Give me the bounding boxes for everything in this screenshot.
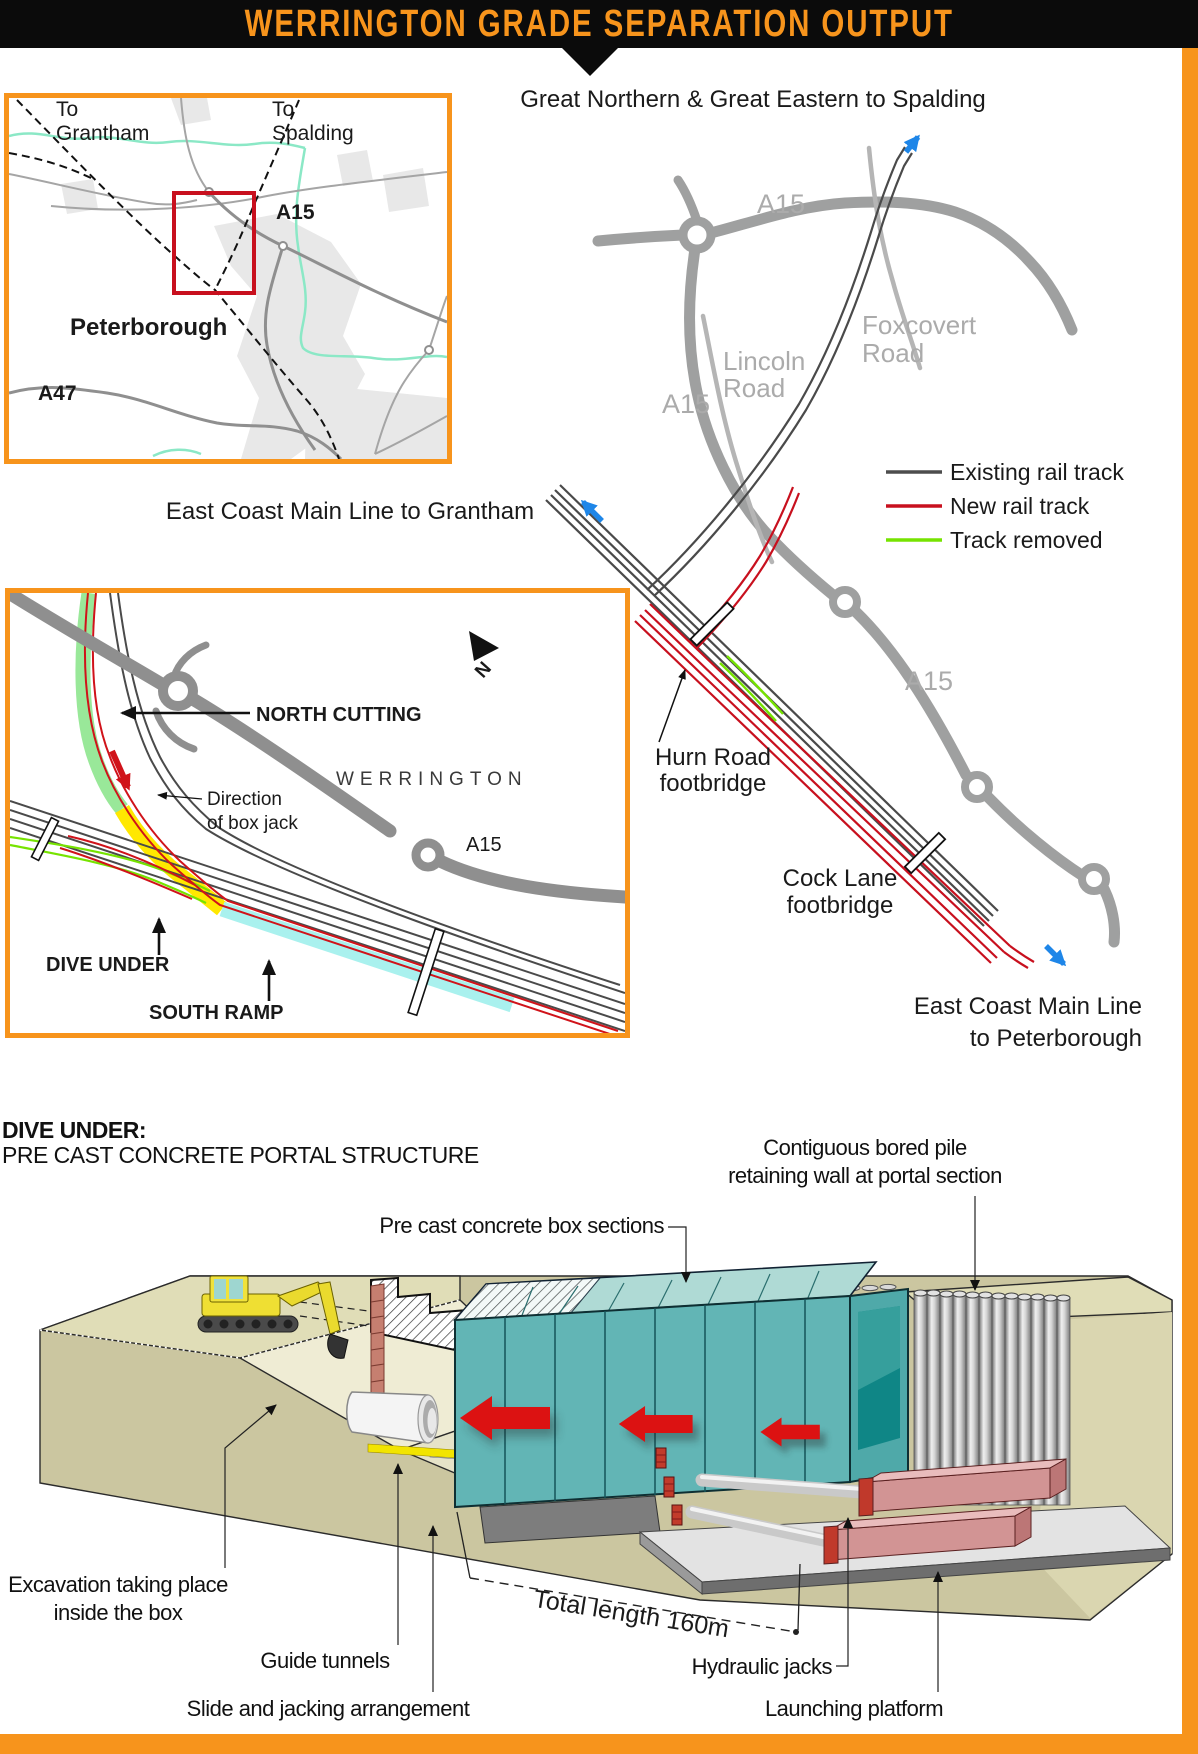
major-roads — [9, 191, 447, 459]
study-area-highlight-box — [172, 191, 256, 295]
box-sections-label: Pre cast concrete box sections — [379, 1213, 664, 1238]
to-grantham-arrow-icon — [580, 499, 604, 523]
legend: Existing rail track New rail track Track… — [886, 459, 1124, 553]
portal-structure-diagram: Total length 160m DIVE UNDER: PRE CAST C… — [2, 1117, 1173, 1721]
structure-title-rest: PRE CAST CONCRETE PORTAL STRUCTURE — [2, 1142, 479, 1168]
a15-label-inset2: A15 — [466, 834, 502, 856]
right-accent-strip — [1182, 48, 1198, 1754]
total-length-dimension — [456, 1511, 801, 1635]
concrete-box — [453, 1261, 909, 1544]
new-rail-tracks — [634, 486, 1035, 969]
north-letter: N — [471, 658, 496, 682]
title-banner: WERRINGTON GRADE SEPARATION OUTPUT — [0, 0, 1198, 48]
hurn-road-footbridge — [689, 601, 735, 647]
route-direction-arrows — [580, 134, 1067, 967]
heading-spalding-route: Great Northern & Great Eastern to Spaldi… — [520, 86, 986, 113]
ecml-peterborough-label-2: to Peterborough — [970, 1025, 1142, 1052]
legend-label-removed: Track removed — [950, 527, 1103, 553]
box-jack-direction-arrow — [109, 749, 131, 791]
ecml-peterborough-label-1: East Coast Main Line — [914, 993, 1142, 1020]
excavation-label-2: inside the box — [54, 1600, 183, 1625]
direction-label-2: of box jack — [207, 813, 298, 834]
banner-pointer-triangle — [562, 48, 618, 76]
rail-lines-dashed — [9, 99, 340, 459]
detail-a15-road — [10, 593, 625, 904]
detail-new-tracks — [59, 593, 619, 1033]
north-arrow-icon — [469, 631, 499, 661]
excavation-label-1: Excavation taking place — [8, 1572, 228, 1597]
cock-footbridge-label-1: Cock Lane — [783, 865, 898, 892]
werrington-detail-inset: N NORTH CUTTING WERRINGTON Direction of … — [5, 588, 630, 1038]
north-cutting-label: NORTH CUTTING — [256, 704, 422, 726]
slide-label: Slide and jacking arrangement — [187, 1696, 470, 1721]
hydraulic-jacks-label: Hydraulic jacks — [692, 1654, 833, 1679]
legend-label-existing: Existing rail track — [950, 459, 1124, 485]
river — [9, 132, 447, 458]
a15-label-inset1: A15 — [276, 201, 315, 224]
piles-label-1: Contiguous bored pile — [763, 1135, 967, 1160]
jack-block-rear — [858, 1458, 1067, 1517]
detail-footbridge-west — [30, 816, 60, 862]
detail-footbridge-east — [407, 927, 445, 1017]
bored-pile-wall — [913, 1289, 1071, 1506]
werrington-label: WERRINGTON — [336, 769, 528, 790]
hydraulic-jacks — [655, 1447, 1067, 1565]
a15-label-low: A15 — [905, 666, 953, 696]
structure-title-bold: DIVE UNDER: — [2, 1117, 146, 1143]
a47-label: A47 — [38, 382, 77, 405]
to-spalding-label-1: To — [272, 98, 294, 121]
foxcovert-road-label-2: Road — [862, 338, 924, 368]
detail-existing-tracks — [10, 593, 625, 1032]
cock-footbridge-label-2: footbridge — [787, 892, 894, 919]
jack-reaction-brackets — [655, 1447, 683, 1526]
ecml-grantham-label: East Coast Main Line to Grantham — [166, 498, 534, 525]
cock-lane-footbridge — [903, 831, 947, 875]
jack-block-front — [823, 1506, 1032, 1565]
south-ramp-label: SOUTH RAMP — [149, 1002, 283, 1024]
legend-label-new: New rail track — [950, 493, 1090, 519]
to-spalding-arrow-icon — [903, 134, 921, 154]
existing-rail-tracks — [545, 146, 999, 927]
bottom-accent-bar — [0, 1734, 1198, 1754]
excavator — [197, 1275, 349, 1359]
location-map-inset: To Grantham To Spalding A15 Peterborough… — [4, 93, 452, 464]
guide-tunnels-label: Guide tunnels — [260, 1648, 390, 1673]
dive-under-label: DIVE UNDER — [46, 954, 170, 976]
to-spalding-label-2: Spalding — [272, 122, 354, 145]
direction-label-1: Direction — [207, 789, 282, 810]
hurn-footbridge-label-2: footbridge — [660, 770, 767, 797]
lincoln-road-label-2: Road — [723, 373, 785, 403]
to-grantham-label-1: To — [56, 98, 78, 121]
direction-leader-line — [157, 791, 203, 800]
a15-label-top: A15 — [757, 189, 805, 219]
werrington-detail-canvas: N NORTH CUTTING WERRINGTON Direction of … — [10, 593, 625, 1033]
main-schematic-map: Existing rail track New rail track Track… — [166, 86, 1142, 1052]
hurn-footbridge-label-1: Hurn Road — [655, 744, 771, 771]
annotation-leaders — [224, 1196, 980, 1692]
to-grantham-label-2: Grantham — [56, 122, 149, 145]
page-title: WERRINGTON GRADE SEPARATION OUTPUT — [244, 2, 954, 45]
pile-wall-end — [370, 1283, 385, 1397]
peterborough-label: Peterborough — [70, 314, 227, 341]
guide-tunnel — [346, 1391, 439, 1444]
hurn-leader-arrow — [658, 669, 686, 743]
a15-label-mid: A15 — [662, 389, 710, 419]
urban-areas — [61, 98, 447, 459]
works-highlight-bands — [75, 593, 515, 1013]
lincoln-road-label-1: Lincoln — [723, 346, 805, 376]
jacking-direction-arrows — [460, 1396, 826, 1455]
location-map-canvas: To Grantham To Spalding A15 Peterborough… — [9, 98, 447, 459]
a15-road-network — [592, 145, 1120, 948]
minor-roads — [9, 98, 447, 455]
north-compass: N — [469, 631, 499, 682]
piles-label-2: retaining wall at portal section — [728, 1163, 1002, 1188]
removed-track-lines — [719, 655, 784, 722]
foxcovert-road-label-1: Foxcovert — [862, 310, 977, 340]
launching-platform-label: Launching platform — [765, 1696, 943, 1721]
south-ramp-band — [219, 901, 515, 1013]
to-peterborough-arrow-icon — [1044, 944, 1067, 967]
